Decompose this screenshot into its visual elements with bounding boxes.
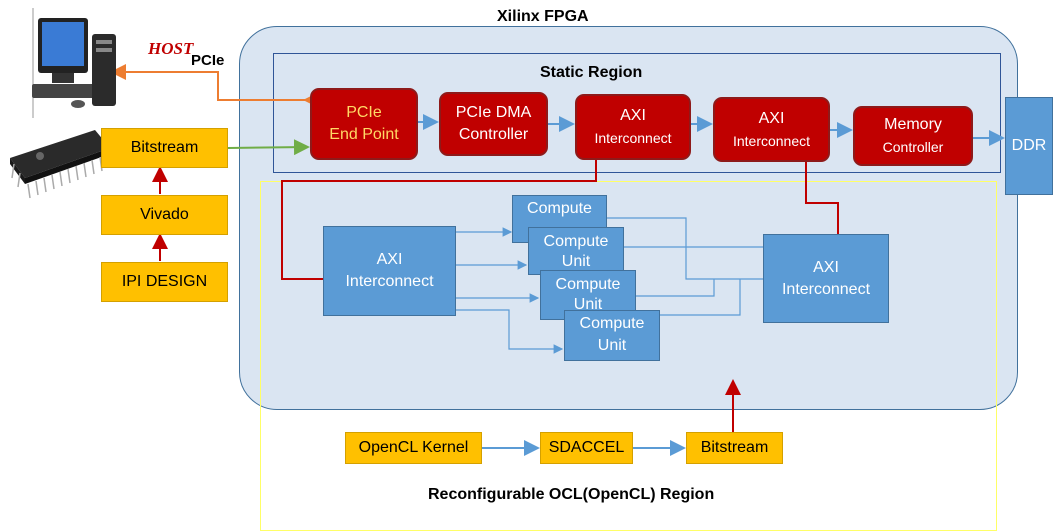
cu2-line2: Unit [561, 253, 591, 270]
compute-unit-2-box: Compute Unit [528, 227, 624, 275]
ocl-region-title: Reconfigurable OCL(OpenCL) Region [428, 486, 715, 503]
cu4-line1: Compute [579, 315, 645, 332]
cu2-line1: Compute [543, 233, 609, 250]
axi2-line2: Interconnect [732, 132, 811, 149]
cu1-line1: Compute [527, 200, 592, 217]
pcie-dma-box: PCIe DMA Controller [439, 92, 548, 156]
axi1-line2: Interconnect [594, 130, 672, 146]
pcie-ep-line1: PCIe [346, 104, 382, 121]
static-region-title: Static Region [540, 64, 643, 81]
axi-left-line1: AXI [376, 251, 403, 268]
axi-right-line1: AXI [813, 258, 839, 276]
opencl-kernel-box: OpenCL Kernel [345, 432, 482, 464]
axi-left-line2: Interconnect [345, 273, 434, 290]
bitstream-box-ocl: Bitstream [686, 432, 783, 464]
pcie-dma-line2: Controller [458, 126, 529, 143]
axi-interconnect-left-box: AXI Interconnect [323, 226, 456, 316]
chip-icon [0, 118, 115, 208]
axi-interconnect-2-box: AXI Interconnect [713, 97, 830, 162]
pcie-dma-line1: PCIe DMA [455, 104, 532, 121]
axi1-line1: AXI [620, 107, 646, 124]
axi-interconnect-1-box: AXI Interconnect [575, 94, 691, 160]
mem-line2: Controller [882, 139, 944, 155]
axi2-line1: AXI [758, 109, 785, 127]
static-region [273, 53, 1001, 173]
ddr-box: DDR [1005, 97, 1053, 195]
axi-right-line2: Interconnect [781, 280, 871, 298]
host-label: HOST [148, 39, 194, 58]
bitstream-box-left: Bitstream [101, 128, 228, 168]
pcie-ep-line2: End Point [329, 126, 399, 143]
vivado-box: Vivado [101, 195, 228, 235]
sdaccel-box: SDACCEL [540, 432, 633, 464]
pcie-link-label: PCIe [191, 52, 225, 69]
fpga-title: Xilinx FPGA [497, 8, 589, 25]
memory-controller-box: Memory Controller [853, 106, 973, 166]
cu3-line2: Unit [573, 296, 603, 313]
cu4-line2: Unit [597, 337, 627, 354]
axi-interconnect-right-box: AXI Interconnect [763, 234, 889, 323]
cu3-line1: Compute [555, 276, 621, 293]
pcie-endpoint-box: PCIe End Point [310, 88, 418, 160]
host-computer-icon [30, 14, 120, 114]
ipi-design-box: IPI DESIGN [101, 262, 228, 302]
compute-unit-4-box: Compute Unit [564, 310, 660, 361]
mem-line1: Memory [884, 116, 942, 133]
